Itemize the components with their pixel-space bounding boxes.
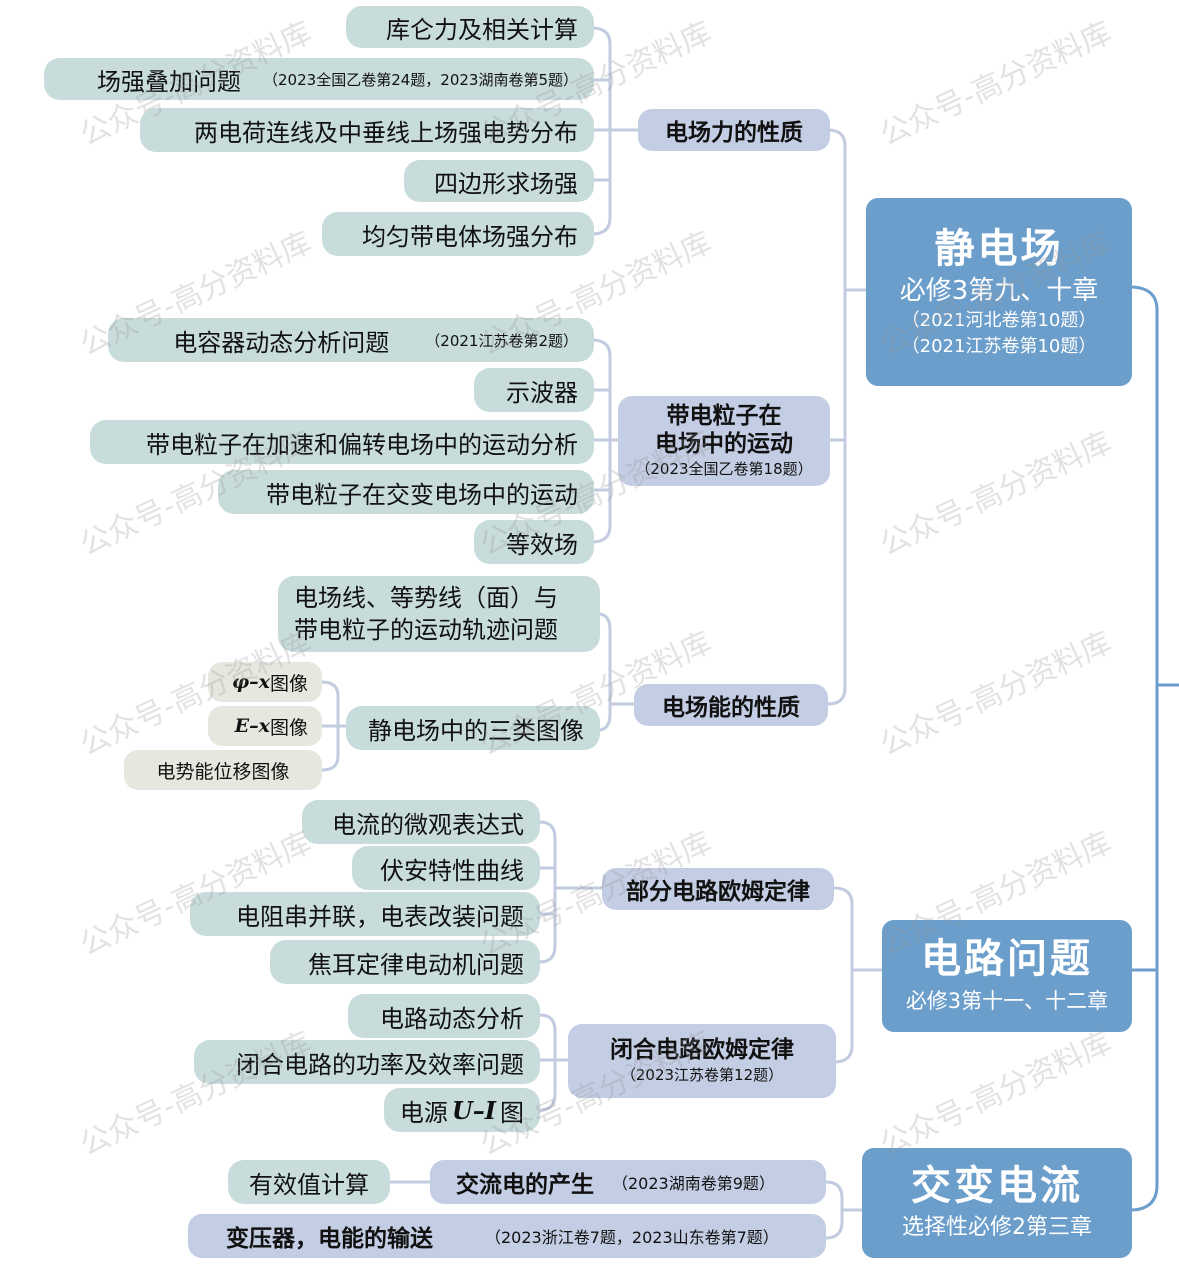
branch-label: 部分电路欧姆定律 (626, 879, 810, 905)
branch-charged-particle-motion[interactable]: 带电粒子在 电场中的运动 （2023全国乙卷第18题） (618, 396, 830, 486)
topic-source-ui-graph[interactable]: 电源 U–I 图 (384, 1088, 540, 1132)
topic-rms-calculation[interactable]: 有效值计算 (228, 1160, 390, 1204)
exam-reference: （2021江苏卷第10题） (901, 336, 1097, 357)
topic-label: 焦耳定律电动机问题 (308, 950, 524, 979)
subtopic-phi-x-graph[interactable]: φ–x 图像 (208, 662, 322, 702)
branch-label: 闭合电路欧姆定律 (610, 1037, 794, 1063)
topic-label: 等效场 (506, 530, 578, 559)
chapter-alternating-current[interactable]: 交变电流 选择性必修2第三章 (862, 1148, 1132, 1258)
topic-equivalent-field[interactable]: 等效场 (474, 520, 594, 564)
chapter-title: 电路问题 (921, 936, 1093, 982)
topic-acceleration-deflection[interactable]: 带电粒子在加速和偏转电场中的运动分析 (90, 420, 594, 464)
subtopic-e-x-graph[interactable]: E–x 图像 (208, 706, 322, 746)
topic-alternating-field-motion[interactable]: 带电粒子在交变电场中的运动 (218, 470, 594, 514)
subtopic-label: 电势能位移图像 (156, 760, 290, 783)
topic-three-graph-types[interactable]: 静电场中的三类图像 (346, 706, 600, 750)
topic-label: 闭合电路的功率及效率问题 (236, 1050, 524, 1079)
topic-oscilloscope[interactable]: 示波器 (474, 368, 594, 412)
chapter-subtitle: 必修3第九、十章 (899, 276, 1099, 306)
topic-label: 示波器 (506, 378, 578, 407)
exam-reference: （2023江苏卷第12题） (620, 1066, 784, 1084)
topic-two-charge-distribution[interactable]: 两电荷连线及中垂线上场强电势分布 (140, 108, 594, 152)
topic-label: 有效值计算 (249, 1170, 369, 1199)
topic-field-superposition[interactable]: 场强叠加问题 （2023全国乙卷第24题，2023湖南卷第5题） (44, 58, 594, 100)
subtopic-potential-energy-graph[interactable]: 电势能位移图像 (124, 750, 322, 790)
topic-label: 电路动态分析 (380, 1004, 524, 1033)
branch-label: 电场力的性质 (665, 120, 803, 146)
topic-resistor-meter[interactable]: 电阻串并联，电表改装问题 (190, 892, 540, 936)
math-e-x: E–x (234, 715, 270, 737)
topic-label-line2: 带电粒子的运动轨迹问题 (294, 616, 558, 644)
topic-label: 带电粒子在加速和偏转电场中的运动分析 (146, 430, 578, 459)
topic-field-lines-trajectory[interactable]: 电场线、等势线（面）与 带电粒子的运动轨迹问题 (278, 576, 600, 652)
chapter-electrostatics[interactable]: 静电场 必修3第九、十章 （2021河北卷第10题） （2021江苏卷第10题） (866, 198, 1132, 386)
topic-label: 电流的微观表达式 (332, 810, 524, 839)
branch-label: 变压器，电能的输送 (226, 1226, 433, 1252)
exam-reference: （2023浙江卷7题，2023山东卷第7题） (485, 1228, 779, 1247)
topic-quadrilateral-field[interactable]: 四边形求场强 (404, 160, 594, 202)
branch-electric-force[interactable]: 电场力的性质 (638, 109, 830, 151)
topic-label: 带电粒子在交变电场中的运动 (266, 480, 578, 509)
exam-reference: （2023全国乙卷第24题，2023湖南卷第5题） (263, 70, 578, 89)
topic-iv-curve[interactable]: 伏安特性曲线 (352, 846, 540, 890)
chapter-title: 静电场 (934, 226, 1064, 272)
branch-electric-energy[interactable]: 电场能的性质 (634, 684, 828, 726)
topic-label: 静电场中的三类图像 (368, 716, 584, 745)
topic-label: 电阻串并联，电表改装问题 (236, 902, 524, 931)
math-phi-x: φ–x (231, 671, 270, 693)
branch-label-line1: 带电粒子在 (666, 403, 782, 429)
topic-current-microscopic[interactable]: 电流的微观表达式 (302, 800, 540, 844)
chapter-subtitle: 选择性必修2第三章 (902, 1215, 1092, 1240)
chapter-subtitle: 必修3第十一、十二章 (905, 989, 1109, 1013)
topic-label: 均匀带电体场强分布 (362, 222, 578, 251)
branch-label: 电场能的性质 (662, 695, 800, 721)
topic-label: 伏安特性曲线 (380, 856, 524, 885)
exam-reference: （2021河北卷第10题） (901, 310, 1097, 331)
subtopic-label: 图像 (269, 672, 308, 695)
chapter-circuits[interactable]: 电路问题 必修3第十一、十二章 (882, 920, 1132, 1032)
topic-coulomb-force[interactable]: 库仑力及相关计算 (346, 6, 594, 48)
branch-label-line2: 电场中的运动 (655, 431, 793, 457)
exam-reference: （2023湖南卷第9题） (612, 1174, 775, 1193)
topic-label: 场强叠加问题 (97, 67, 242, 96)
topic-circuit-dynamics[interactable]: 电路动态分析 (348, 994, 540, 1038)
topic-label: 两电荷连线及中垂线上场强电势分布 (194, 118, 578, 147)
topic-suffix: 图 (500, 1098, 524, 1127)
topic-label-line1: 电场线、等势线（面）与 (294, 584, 558, 612)
branch-partial-ohm[interactable]: 部分电路欧姆定律 (602, 868, 834, 910)
topic-capacitor-dynamics[interactable]: 电容器动态分析问题 （2021江苏卷第2题） (108, 318, 594, 362)
topic-joule-motor[interactable]: 焦耳定律电动机问题 (270, 940, 540, 984)
chapter-title: 交变电流 (911, 1163, 1083, 1209)
topic-label: 电容器动态分析问题 (173, 328, 390, 357)
branch-ac-generation[interactable]: 交流电的产生 （2023湖南卷第9题） (430, 1160, 826, 1204)
exam-reference: （2023全国乙卷第18题） (635, 460, 813, 478)
topic-prefix: 电源 (399, 1098, 448, 1127)
branch-label: 交流电的产生 (456, 1172, 594, 1198)
topic-label: 库仑力及相关计算 (386, 15, 578, 44)
branch-closed-ohm[interactable]: 闭合电路欧姆定律 （2023江苏卷第12题） (568, 1024, 836, 1098)
topic-uniform-charged-body[interactable]: 均匀带电体场强分布 (322, 212, 594, 256)
branch-transformer[interactable]: 变压器，电能的输送 （2023浙江卷7题，2023山东卷第7题） (188, 1214, 826, 1258)
topic-power-efficiency[interactable]: 闭合电路的功率及效率问题 (194, 1040, 540, 1084)
topic-label: 四边形求场强 (434, 169, 578, 198)
subtopic-label: 图像 (269, 716, 308, 739)
math-u-i: U–I (451, 1095, 496, 1125)
exam-reference: （2021江苏卷第2题） (425, 331, 578, 350)
